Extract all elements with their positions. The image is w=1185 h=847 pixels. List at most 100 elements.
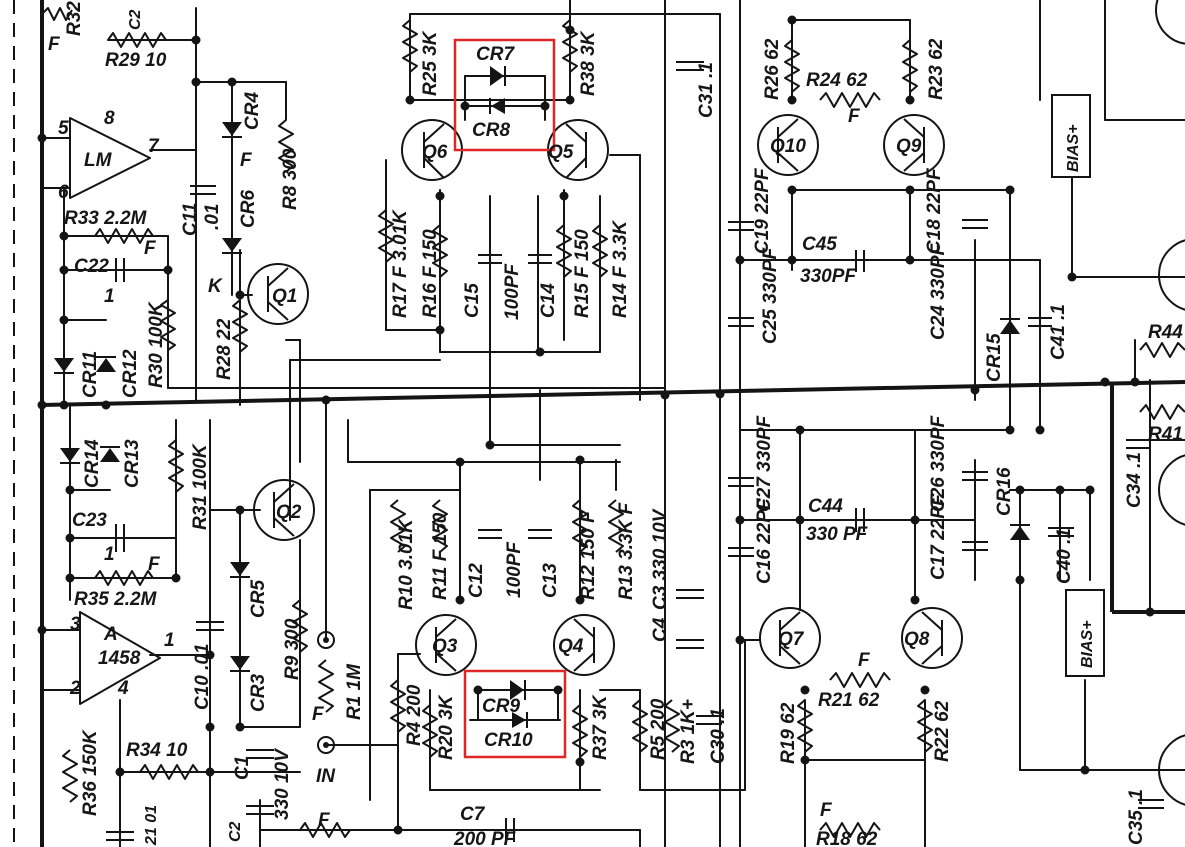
label-c11: C11 (180, 203, 201, 236)
capacitor-c40 (1048, 527, 1074, 537)
label-c12v: 100PF (504, 541, 525, 598)
opamps (69, 117, 161, 705)
label-c21: 21 01 (143, 805, 160, 846)
bias-box-top (1051, 94, 1091, 178)
label-pin7: 7 (148, 136, 160, 157)
capacitor-c13 (528, 529, 552, 539)
label-q5: Q5 (548, 142, 574, 163)
label-r30: R30 100K (146, 301, 167, 388)
label-c1: C1 (232, 756, 253, 780)
label-r29: R29 10 (105, 50, 167, 71)
label-c45v: 330PF (800, 266, 857, 287)
resistor-r3 (664, 699, 680, 753)
label-cr5: CR5 (248, 580, 269, 618)
resistor-r36 (62, 749, 78, 803)
labels: R32 15 R29 10 C2 8 7 5 6 LM R33 2.2M C11… (48, 0, 1183, 847)
diode-cr11 (54, 358, 74, 374)
label-c13: C13 (540, 563, 561, 598)
label-r36: R36 150K (80, 729, 101, 816)
label-c23: C23 (72, 510, 107, 531)
capacitor-c1 (246, 749, 274, 759)
transistor-q8 (901, 607, 963, 669)
capacitor-c4 (676, 639, 704, 649)
label-bias-bottom: BIAS+ (1079, 620, 1096, 668)
capacitor-c19 (728, 221, 754, 231)
resistor-r32 (41, 7, 73, 21)
resistor-r24 (819, 92, 881, 108)
capacitor-c16 (728, 547, 754, 557)
resistor-r8 (278, 119, 294, 173)
label-pin8: 8 (104, 108, 115, 129)
label-c12: C12 (466, 563, 487, 598)
resistors (41, 7, 1185, 838)
label-r20: R20 3K (436, 694, 457, 760)
capacitor-c2 (246, 805, 274, 815)
label-cr4: CR4 (242, 92, 263, 130)
label-pin4: 4 (117, 678, 129, 699)
cr7-cr8-wiring (464, 75, 546, 121)
capacitor-c30 (696, 715, 722, 725)
transistor-q1 (247, 263, 309, 325)
label-c25: C25 330PF (760, 246, 781, 344)
label-r14: R14 F 3.3K (610, 220, 631, 318)
label-q9: Q9 (896, 136, 922, 157)
label-r25: R25 3K (420, 30, 441, 96)
label-r31: R31 100K (190, 443, 211, 530)
resistor-r10 (390, 499, 406, 553)
capacitor-c15 (478, 254, 502, 264)
transistor-q4 (553, 614, 615, 676)
diode-cr15 (1000, 318, 1020, 334)
label-f3: F (148, 554, 161, 575)
diode-cr14 (60, 448, 80, 464)
label-q8: Q8 (904, 629, 930, 650)
capacitor-c7 (505, 818, 515, 842)
resistor-r44 (1139, 342, 1185, 358)
capacitor-c14 (528, 254, 552, 264)
label-r24: R24 62 (806, 70, 868, 91)
transistor-q2 (253, 479, 315, 541)
junction-dots (37, 15, 1155, 835)
label-f-r24: F (848, 106, 861, 127)
label-c11v: .01 (202, 204, 223, 230)
label-c14: C14 (538, 283, 559, 318)
resistor-r12 (572, 499, 588, 553)
resistor-r1 (318, 659, 334, 713)
label-c31: C31 .1 (696, 62, 717, 118)
transistor-q9 (883, 114, 945, 176)
label-c17: C17 22PF (928, 493, 949, 580)
label-r38: R38 3K (578, 30, 599, 96)
resistor-r19 (797, 699, 813, 753)
label-r28: R28 22 (214, 318, 235, 380)
label-r3: R3 1K+ (678, 699, 699, 764)
cr9-cr10-wiring (469, 689, 561, 721)
resistor-r4 (390, 679, 406, 733)
resistor-r18 (819, 822, 881, 838)
label-cr8: CR8 (472, 120, 510, 141)
label-1458: 1458 (98, 648, 141, 669)
label-q3: Q3 (432, 636, 458, 657)
label-r44: R44 (1148, 322, 1183, 343)
diode-cr6 (222, 238, 242, 254)
label-f7: F (312, 704, 325, 725)
label-c15: C15 (462, 283, 483, 318)
label-pin3: 3 (70, 614, 81, 635)
label-r4: R4 200 (404, 684, 425, 746)
label-c18: C18 22PF (924, 167, 945, 254)
capacitor-c10 (196, 621, 224, 631)
label-c7v: 200 PF (453, 829, 517, 847)
ground-bus (41, 380, 1185, 407)
capacitor-c27 (728, 477, 754, 487)
right-edge-circles (1155, 0, 1185, 806)
capacitor-c3 (676, 589, 704, 599)
resistor-r21 (829, 672, 891, 688)
label-r13: R13 3.3K F (616, 501, 637, 600)
label-pin5: 5 (58, 118, 69, 139)
label-c4: C4 (650, 617, 671, 642)
resistor-r28 (232, 299, 248, 353)
label-c34: C34 .1 (1124, 452, 1145, 508)
capacitor-c35 (1138, 799, 1164, 809)
bias-box-bottom (1065, 589, 1105, 677)
label-c23v: 1 (104, 544, 115, 565)
diode-cr5 (230, 562, 250, 578)
label-c15v: 100PF (502, 263, 523, 320)
